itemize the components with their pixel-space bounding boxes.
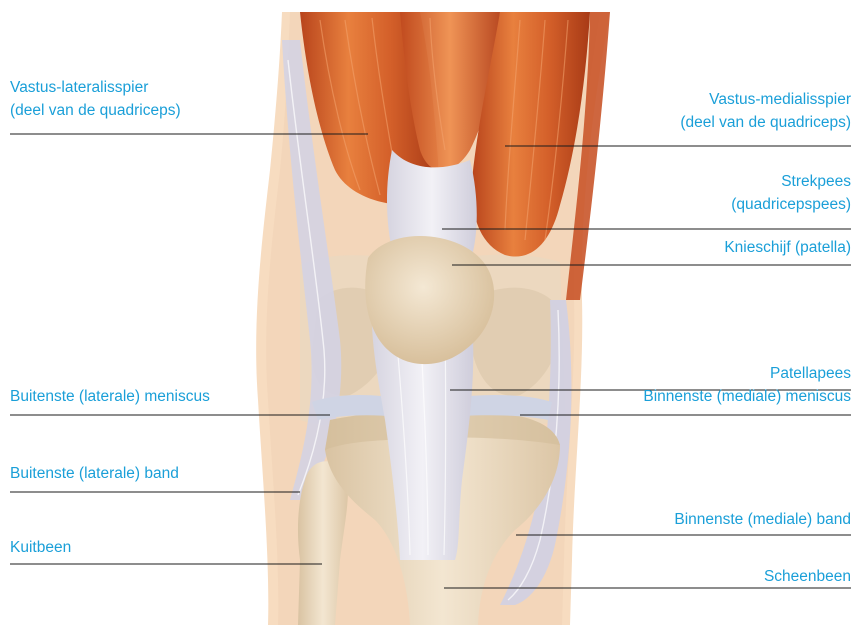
label-binnenste-band: Binnenste (mediale) band — [674, 508, 851, 531]
label-buitenste-meniscus: Buitenste (laterale) meniscus — [10, 385, 210, 408]
label-patellapees: Patellapees — [770, 362, 851, 385]
label-vastus-lateralis-line1: Vastus-lateralisspier — [10, 76, 181, 99]
label-strekpees-line2: (quadricepspees) — [731, 193, 851, 216]
label-patellapees-text: Patellapees — [770, 362, 851, 385]
label-strekpees-line1: Strekpees — [731, 170, 851, 193]
label-vastus-lateralis: Vastus-lateralisspier (deel van de quadr… — [10, 76, 181, 122]
label-scheenbeen-text: Scheenbeen — [764, 565, 851, 588]
label-kuitbeen-text: Kuitbeen — [10, 536, 71, 559]
label-kuitbeen: Kuitbeen — [10, 536, 71, 559]
label-vastus-medialis-line2: (deel van de quadriceps) — [680, 111, 851, 134]
label-scheenbeen: Scheenbeen — [764, 565, 851, 588]
label-binnenste-band-text: Binnenste (mediale) band — [674, 508, 851, 531]
label-knieschijf: Knieschijf (patella) — [724, 236, 851, 259]
label-knieschijf-text: Knieschijf (patella) — [724, 236, 851, 259]
label-binnenste-meniscus: Binnenste (mediale) meniscus — [643, 385, 851, 408]
label-buitenste-band: Buitenste (laterale) band — [10, 462, 179, 485]
label-vastus-medialis: Vastus-medialisspier (deel van de quadri… — [680, 88, 851, 134]
label-vastus-lateralis-line2: (deel van de quadriceps) — [10, 99, 181, 122]
label-strekpees: Strekpees (quadricepspees) — [731, 170, 851, 216]
label-binnenste-meniscus-text: Binnenste (mediale) meniscus — [643, 385, 851, 408]
label-buitenste-band-text: Buitenste (laterale) band — [10, 462, 179, 485]
label-vastus-medialis-line1: Vastus-medialisspier — [680, 88, 851, 111]
label-buitenste-meniscus-text: Buitenste (laterale) meniscus — [10, 385, 210, 408]
